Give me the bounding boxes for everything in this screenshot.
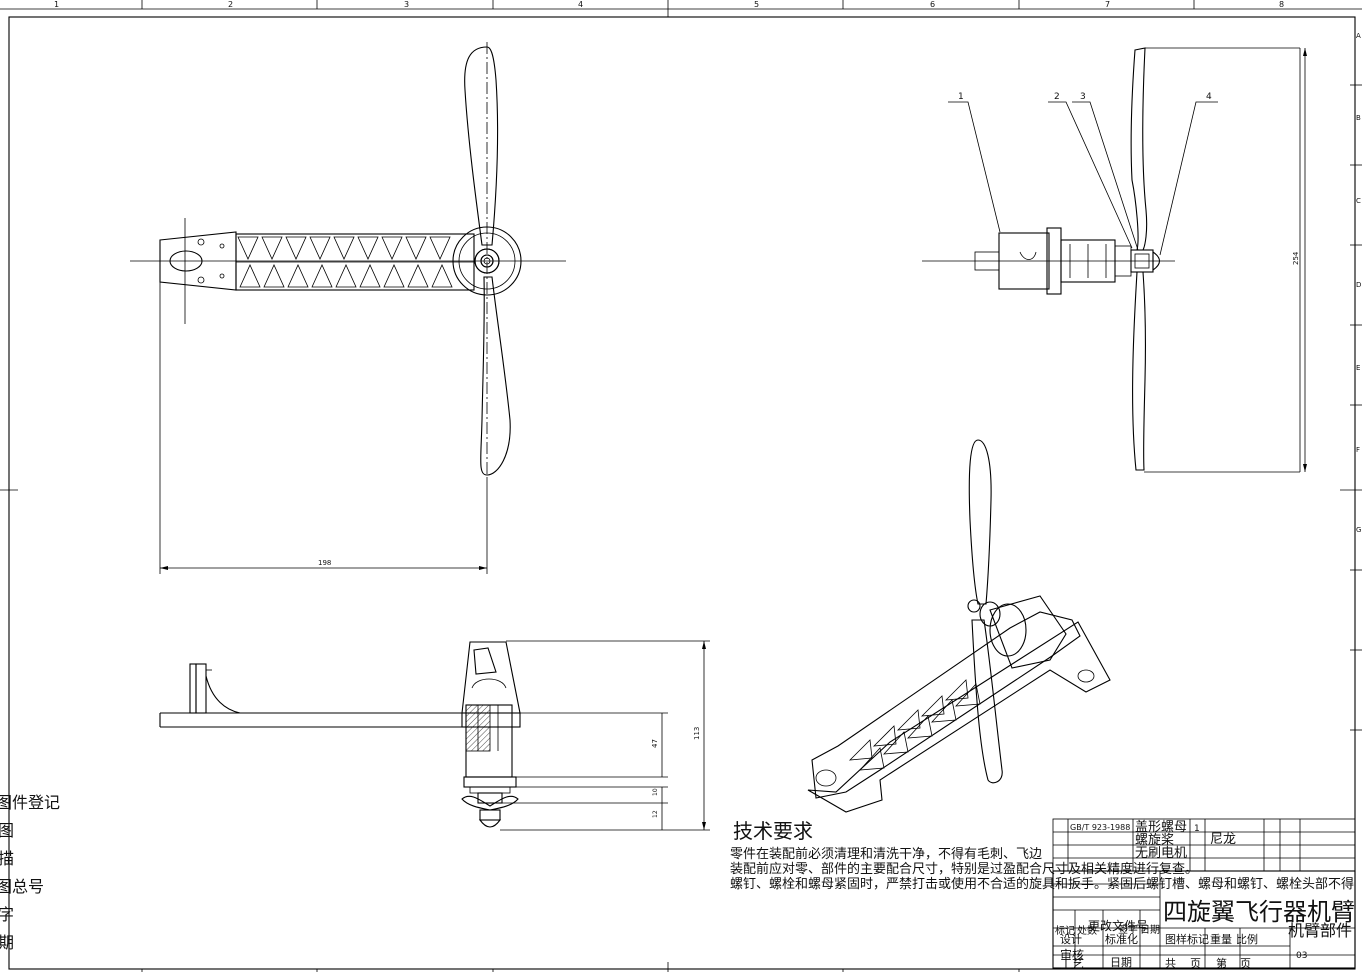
zone-col: 6 xyxy=(930,0,935,9)
zone-col: 2 xyxy=(228,0,233,9)
callout-number: 2 xyxy=(1054,92,1060,102)
bom-part-name: 盖形螺母 xyxy=(1135,820,1187,835)
tb-label-review: 审核 xyxy=(1060,947,1084,962)
zone-col: 7 xyxy=(1105,0,1110,9)
tech-line: 螺钉、螺栓和螺母紧固时，严禁打击或使用不合适的旋具和扳手。紧固后螺钉槽、螺母和螺… xyxy=(730,876,1354,892)
isometric-view xyxy=(807,439,1111,813)
zone-row: C xyxy=(1356,197,1361,205)
callout-number: 3 xyxy=(1080,92,1086,102)
bill-of-materials: GB/T 923-1988 盖形螺母 1 尼龙 螺旋桨 无刷电机 xyxy=(1052,818,1356,872)
zone-column-labels: 1 2 3 4 5 6 7 8 xyxy=(54,0,1284,9)
tb-label-count: 处数 xyxy=(1077,924,1097,937)
front-view: 113 47 10 12 xyxy=(159,640,710,831)
zone-row: B xyxy=(1356,114,1361,122)
tb-label-design: 设计 xyxy=(1060,933,1082,946)
zone-col: 4 xyxy=(578,0,583,9)
zone-col: 3 xyxy=(404,0,409,9)
top-view: 198 xyxy=(130,42,566,574)
stamp-label: 描 xyxy=(0,849,14,868)
tb-label-stage-mark: 图样标记 xyxy=(1165,932,1209,946)
bom-material: 尼龙 xyxy=(1210,832,1236,847)
tb-label-date2: 日期 xyxy=(1110,956,1132,969)
dim-top-width: 198 xyxy=(318,559,331,567)
technical-requirements: 技术要求 零件在装配前必须清理和清洗干净，不得有毛刺、飞边 装配前应对零、部件的… xyxy=(730,819,1354,892)
zone-col: 8 xyxy=(1279,0,1284,9)
dim-front-total: 113 xyxy=(693,727,701,740)
zone-row: E xyxy=(1356,364,1360,372)
zone-row: A xyxy=(1356,32,1361,40)
tb-label-sign: 签字 xyxy=(1118,923,1138,936)
tb-label-scale: 比例 xyxy=(1236,932,1258,946)
zone-col: 1 xyxy=(54,0,59,9)
callout-number: 1 xyxy=(958,92,964,102)
tb-label-sheet: 页 xyxy=(1190,957,1201,970)
left-stamp: 图件登记 图 描 图总号 字 期 xyxy=(0,793,60,952)
zone-row: D xyxy=(1356,281,1361,289)
stamp-label: 图总号 xyxy=(0,877,44,896)
title-main: 四旋翼飞行器机臂 xyxy=(1163,898,1355,926)
zone-col: 5 xyxy=(754,0,759,9)
tech-line: 零件在装配前必须清理和清洗干净，不得有毛刺、飞边 xyxy=(730,846,1042,862)
zone-row: G xyxy=(1356,526,1361,534)
tb-label-page-no: 第 xyxy=(1216,956,1227,970)
bom-standard: GB/T 923-1988 xyxy=(1070,823,1130,832)
side-view: 254 1 2 3 4 xyxy=(922,47,1307,473)
stamp-label: 图 xyxy=(0,821,14,840)
stamp-label: 字 xyxy=(0,905,14,924)
title-sub: 机臂部件 xyxy=(1288,921,1352,940)
stamp-label: 图件登记 xyxy=(0,793,60,812)
stamp-label: 期 xyxy=(0,933,14,952)
dim-side-height: 254 xyxy=(1292,251,1300,265)
dim-front-mid: 10 xyxy=(652,788,659,796)
dim-front-upper: 47 xyxy=(651,739,659,748)
tech-line: 装配前应对零、部件的主要配合尺寸，特别是过盈配合尺寸及相关精度进行复查。 xyxy=(730,861,1198,877)
zone-row: F xyxy=(1356,446,1360,454)
tb-label-process: 工艺 xyxy=(1060,957,1084,971)
title-block: 四旋翼飞行器机臂 机臂部件 标记 处数 更改文件号 签字 日期 设计 标准化 审… xyxy=(1052,870,1356,971)
bom-part-name: 螺旋桨 xyxy=(1135,832,1174,848)
bom-qty: 1 xyxy=(1194,824,1200,834)
tb-label-total: 共 xyxy=(1165,957,1176,970)
tb-label-weight: 重量 xyxy=(1210,932,1232,946)
tb-label-change-doc: 更改文件号 xyxy=(1088,918,1148,933)
tb-label-standardize: 标准化 xyxy=(1105,932,1138,946)
tb-label-date: 日期 xyxy=(1140,924,1160,936)
tb-drawing-number: 03 xyxy=(1296,951,1307,961)
bom-part-name: 无刷电机 xyxy=(1135,846,1187,861)
dim-front-low: 12 xyxy=(652,810,659,818)
tech-title: 技术要求 xyxy=(733,819,813,843)
tb-label-marks: 标记 xyxy=(1055,925,1075,937)
tb-label-sheet2: 页 xyxy=(1240,957,1251,970)
zone-row-labels: A B C D E F G xyxy=(1356,32,1361,534)
callout-number: 4 xyxy=(1206,92,1212,102)
